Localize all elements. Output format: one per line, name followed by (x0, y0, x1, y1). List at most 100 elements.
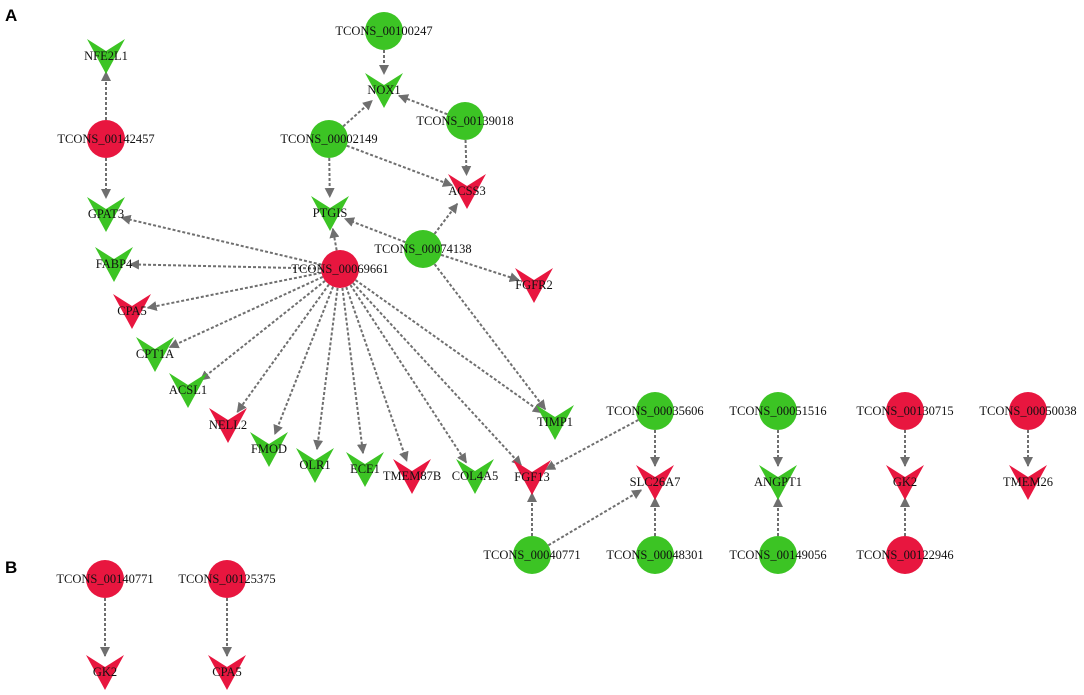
edge-tcons_00069661-to-olr1 (313, 287, 339, 451)
node-tcons_00035606: TCONS_00035606 (606, 392, 704, 430)
mrna-vee-icon (759, 465, 797, 500)
node-tcons_00100247: TCONS_00100247 (335, 12, 433, 50)
node-label: TCONS_00069661 (291, 262, 388, 276)
lncrna-circle-icon (1009, 392, 1047, 430)
node-label: TCONS_00100247 (335, 24, 432, 38)
lncrna-circle-icon (310, 120, 348, 158)
edge-tcons_00069661-to-fmod (273, 286, 334, 436)
node-tcons_00069661: TCONS_00069661 (291, 250, 389, 288)
edge-tcons_00069661-to-ece1 (341, 287, 367, 455)
mrna-vee-icon (536, 405, 574, 440)
node-label: TCONS_00122946 (856, 548, 953, 562)
node-tcons_00130715: TCONS_00130715 (856, 392, 954, 430)
edge-tcons_00040771-to-slc26a7 (547, 489, 643, 547)
node-tcons_00040771: TCONS_00040771 (483, 536, 581, 574)
node-label: ANGPT1 (754, 475, 802, 489)
edge-tcons_00069661-to-timp1 (354, 279, 543, 414)
edge-tcons_00069661-to-acsl1 (199, 280, 326, 381)
edge-tcons_00069661-to-cpa5 (146, 271, 322, 311)
node-label: FGFR2 (515, 278, 553, 292)
node-label: TMEM26 (1003, 475, 1053, 489)
edge-tcons_00074138-to-fgfr2 (440, 253, 520, 283)
lncrna-circle-icon (321, 250, 359, 288)
edges-layer (100, 50, 1033, 657)
node-timp1: TIMP1 (536, 405, 574, 440)
edge-tcons_00002149-to-ptgis (324, 157, 335, 199)
edge-tcons_00074138-to-acss3 (433, 202, 459, 235)
mrna-vee-icon (113, 294, 151, 329)
node-label: TCONS_00035606 (606, 404, 703, 418)
node-angpt1: ANGPT1 (754, 465, 802, 500)
node-label: FABP4 (96, 257, 133, 271)
node-label: CPT1A (136, 347, 174, 361)
node-label: ACSS3 (448, 184, 486, 198)
node-acss3: ACSS3 (448, 174, 486, 209)
node-label: COL4A5 (452, 469, 499, 483)
lncrna-circle-icon (886, 392, 924, 430)
lncrna-circle-icon (404, 230, 442, 268)
lncrna-circle-icon (208, 560, 246, 598)
node-label: NFE2L1 (84, 49, 128, 63)
lncrna-circle-icon (886, 536, 924, 574)
node-tcons_00002149: TCONS_00002149 (280, 120, 378, 158)
node-acsl1: ACSL1 (169, 373, 207, 408)
node-label: TCONS_00139018 (416, 114, 513, 128)
node-cpt1a: CPT1A (136, 337, 174, 372)
node-label: TCONS_00149056 (729, 548, 826, 562)
node-label: ACSL1 (169, 383, 207, 397)
edge-tcons_00069661-to-col4a5 (349, 284, 468, 464)
mrna-vee-icon (515, 268, 553, 303)
mrna-vee-icon (886, 465, 924, 500)
node-cpa5: CPA5 (113, 294, 151, 329)
edge-tcons_00069661-to-tmem87b (345, 286, 409, 462)
node-slc26a7: SLC26A7 (630, 465, 681, 500)
node-label: TCONS_00125375 (178, 572, 275, 586)
node-tmem87b: TMEM87B (383, 459, 441, 494)
panel-label-b: B (5, 558, 17, 577)
node-fgf13: FGF13 (513, 460, 551, 495)
mrna-vee-icon (1009, 465, 1047, 500)
node-label: CPA5 (212, 665, 241, 679)
node-tcons_00142457: TCONS_00142457 (57, 120, 155, 158)
mrna-vee-icon (346, 452, 384, 487)
node-label: NELL2 (209, 418, 247, 432)
node-gk2_a: GK2 (886, 465, 924, 500)
mrna-vee-icon (296, 448, 334, 483)
node-tcons_00050038: TCONS_00050038 (979, 392, 1077, 430)
node-tcons_00140771: TCONS_00140771 (56, 560, 154, 598)
edge-tcons_00139018-to-nox1 (398, 94, 448, 116)
node-label: OLR1 (299, 458, 330, 472)
node-label: FMOD (251, 442, 287, 456)
lncrna-circle-icon (513, 536, 551, 574)
edge-tcons_00069661-to-cpt1a (168, 276, 324, 349)
mrna-vee-icon (456, 459, 494, 494)
mrna-vee-icon (209, 408, 247, 443)
node-label: SLC26A7 (630, 475, 681, 489)
lncrna-circle-icon (86, 560, 124, 598)
mrna-vee-icon (513, 460, 551, 495)
panel-label-a: A (5, 6, 17, 25)
mrna-vee-icon (95, 247, 133, 282)
node-ece1: ECE1 (346, 452, 384, 487)
node-label: TCONS_00074138 (374, 242, 471, 256)
mrna-vee-icon (311, 196, 349, 231)
node-label: TCONS_00130715 (856, 404, 953, 418)
edge-tcons_00069661-to-gpat3 (120, 214, 322, 266)
node-label: TCONS_00140771 (56, 572, 153, 586)
node-label: FGF13 (514, 470, 549, 484)
node-label: TMEM87B (383, 469, 441, 483)
node-label: TCONS_00002149 (280, 132, 377, 146)
node-label: TCONS_00040771 (483, 548, 580, 562)
edge-tcons_00074138-to-timp1 (433, 263, 547, 411)
node-label: TCONS_00051516 (729, 404, 826, 418)
node-tcons_00051516: TCONS_00051516 (729, 392, 827, 430)
node-tcons_00048301: TCONS_00048301 (606, 536, 704, 574)
node-nell2: NELL2 (209, 408, 247, 443)
mrna-vee-icon (136, 337, 174, 372)
mrna-vee-icon (250, 432, 288, 467)
node-label: NOX1 (367, 83, 400, 97)
node-tmem26: TMEM26 (1003, 465, 1053, 500)
mrna-vee-icon (393, 459, 431, 494)
node-fabp4: FABP4 (95, 247, 133, 282)
